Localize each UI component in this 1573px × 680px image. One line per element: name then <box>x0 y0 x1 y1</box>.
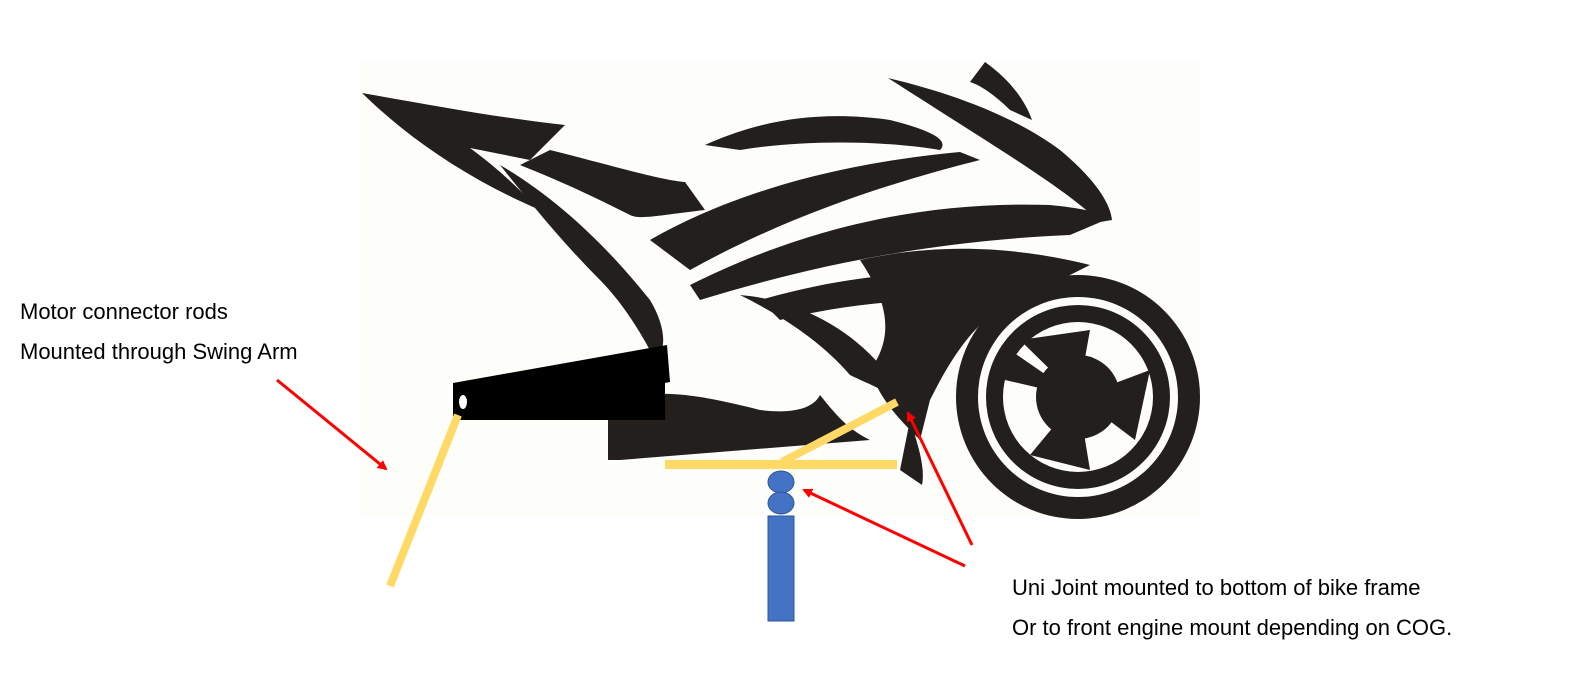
right-annotation-line2: Or to front engine mount depending on CO… <box>1012 615 1453 640</box>
uni-joint <box>767 470 795 622</box>
joint-post <box>767 515 795 622</box>
swing-arm <box>453 345 670 420</box>
left-annotation: Motor connector rods Mounted through Swi… <box>20 292 298 372</box>
left-annotation-line1: Motor connector rods <box>20 299 228 324</box>
motor-connector-rod <box>386 413 462 588</box>
front-wheel <box>956 275 1200 519</box>
arrow-to-uni-joint <box>802 488 966 568</box>
right-annotation: Uni Joint mounted to bottom of bike fram… <box>1012 568 1452 648</box>
arrow-to-connector-rod <box>276 378 388 471</box>
frame-mount-diagonal-rod <box>780 398 899 466</box>
right-annotation-line1: Uni Joint mounted to bottom of bike fram… <box>1012 575 1421 600</box>
left-annotation-line2: Mounted through Swing Arm <box>20 339 298 364</box>
arrow-to-front-mount <box>906 411 974 546</box>
swing-arm-mount-hole <box>459 395 467 409</box>
motorcycle-silhouette <box>362 62 1112 485</box>
frame-mount-bar <box>665 460 897 469</box>
